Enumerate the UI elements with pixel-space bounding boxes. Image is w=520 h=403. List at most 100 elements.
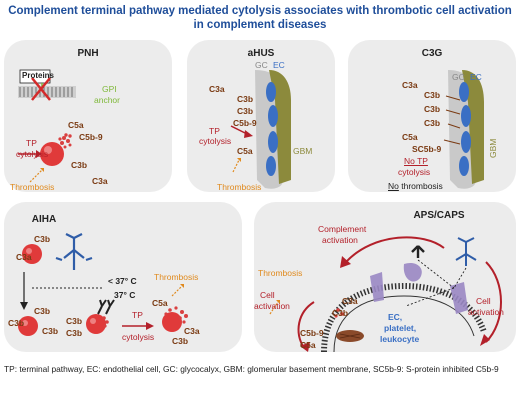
aps-title: APS/CAPS xyxy=(413,210,465,221)
c3g-title: C3G xyxy=(421,48,443,59)
aiha-cell-lysed xyxy=(162,312,182,332)
c3g-sc5b9: SC5b-9 xyxy=(412,144,442,154)
aiha-c3b-a: C3b xyxy=(34,306,51,316)
ahus-ec: EC xyxy=(273,60,285,70)
ahus-c3b-1: C3b xyxy=(237,94,254,104)
c3g-pointers xyxy=(443,95,461,145)
pnh-c5a: C5a xyxy=(68,120,84,130)
igm-antibody-icon xyxy=(55,233,93,270)
ahus-endothelium xyxy=(266,82,278,176)
temp-37: 37° C xyxy=(114,290,136,300)
aiha-thrombosis: Thrombosis xyxy=(154,272,199,282)
aps-c3b: C3b xyxy=(332,308,349,318)
c3g-ec: EC xyxy=(470,72,482,82)
cell-activation-left-arrow xyxy=(297,301,315,349)
ahus-illustration xyxy=(230,70,291,189)
aps-ec-line2: platelet, xyxy=(384,323,417,333)
aps-igm-icon xyxy=(455,237,477,266)
ahus-gbm-label: GBM xyxy=(293,146,313,156)
c3g-c3a: C3a xyxy=(402,80,418,90)
complement-arrow xyxy=(345,236,445,263)
aps-panel: APS/CAPS xyxy=(254,202,516,352)
aiha-illustration xyxy=(18,233,188,336)
aiha-c3a-right: C3a xyxy=(184,326,200,336)
aps-c3a: C3a xyxy=(342,296,358,306)
pnh-illustration xyxy=(18,69,76,183)
c3g-c3b-2: C3b xyxy=(424,104,441,114)
pnh-panel: PNH Proteins GPI anchor C xyxy=(4,40,172,192)
c3g-no-tp-line2: cytolysis xyxy=(398,167,431,177)
aps-illustration xyxy=(269,236,502,352)
gpi-label: GPI xyxy=(102,84,117,94)
c3g-c3b-1: C3b xyxy=(424,90,441,100)
aiha-tp-line2: cytolysis xyxy=(122,332,155,342)
complement-label-1: Complement xyxy=(318,224,367,234)
ahus-title: aHUS xyxy=(247,48,275,59)
complement-label-2: activation xyxy=(322,235,358,245)
aps-thrombosis: Thrombosis xyxy=(258,268,303,278)
aps-cell-left-2: activation xyxy=(254,301,290,311)
ahus-c5b9: C5b-9 xyxy=(233,118,257,128)
c3g-thrombosis-word: thrombosis xyxy=(398,181,443,191)
anchor-label: anchor xyxy=(94,95,120,105)
aiha-c3a-top: C3a xyxy=(16,252,32,262)
c3g-no-tp-line1: No TP xyxy=(404,156,428,166)
aiha-title: AIHA xyxy=(31,214,57,225)
aiha-c3b-right: C3b xyxy=(172,336,189,346)
c3g-no-word: No xyxy=(388,181,399,191)
aiha-down-arrow xyxy=(20,302,28,310)
title-line-2: in complement diseases xyxy=(193,19,327,31)
aiha-panel: AIHA xyxy=(4,202,242,352)
pnh-tp-line2: cytolysis xyxy=(16,149,49,159)
aps-cell-right-1: Cell xyxy=(476,296,491,306)
pnh-membrane xyxy=(18,86,76,98)
pnh-tp-line1: TP xyxy=(26,138,37,148)
aiha-c3b-c: C3b xyxy=(42,326,59,336)
pnh-title: PNH xyxy=(77,48,99,59)
figure-title: Complement terminal pathway mediated cyt… xyxy=(0,4,520,32)
c5b9-pores xyxy=(58,133,72,149)
ahus-c3a: C3a xyxy=(209,84,225,94)
aps-c5b9: C5b-9 xyxy=(300,328,324,338)
pnh-c3b: C3b xyxy=(71,160,88,170)
temp-below-37: < 37° C xyxy=(108,276,137,286)
ahus-gbm xyxy=(269,70,291,184)
aiha-c5a: C5a xyxy=(152,298,168,308)
c3g-endothelium xyxy=(459,82,471,176)
c3g-no-thrombosis: No thrombosis xyxy=(388,181,443,191)
aps-ec-line1: EC, xyxy=(388,312,403,322)
igg-antibody-icon xyxy=(97,299,115,315)
aps-membrane-inner xyxy=(333,295,475,352)
aps-cell-left-1: Cell xyxy=(260,290,275,300)
c3g-no-tp-text: No TP xyxy=(404,156,428,166)
aiha-c3b-top: C3b xyxy=(34,234,51,244)
ahus-tp-line2: cytolysis xyxy=(199,136,232,146)
aiha-c3b-e: C3b xyxy=(66,328,83,338)
aps-receptors xyxy=(370,262,468,314)
aiha-c3b-b: C3b xyxy=(8,318,25,328)
aiha-tp-arrow xyxy=(146,322,154,330)
ahus-panel: aHUS GC EC C3a C3b C3b C5b-9 C5a TP cyto… xyxy=(187,40,335,192)
pnh-thrombosis: Thrombosis xyxy=(10,182,55,192)
pnh-membrane-lipids xyxy=(19,87,73,97)
figure-footer: TP: terminal pathway, EC: endothelial ce… xyxy=(4,364,499,374)
ahus-gc: GC xyxy=(255,60,268,70)
tp-arrow xyxy=(36,150,42,158)
title-line-1: Complement terminal pathway mediated cyt… xyxy=(8,5,512,17)
aiha-tp-line1: TP xyxy=(132,310,143,320)
ahus-c3b-2: C3b xyxy=(237,106,254,116)
c3g-c3b-3: C3b xyxy=(424,118,441,128)
c3g-gbm-label: GBM xyxy=(488,138,498,158)
c3g-c5a: C5a xyxy=(402,132,418,142)
aps-ec-line3: leukocyte xyxy=(380,334,420,344)
ahus-c5a: C5a xyxy=(237,146,253,156)
aps-c5a: C5a xyxy=(300,340,316,350)
ahus-thrombosis: Thrombosis xyxy=(217,182,262,192)
c3g-panel: C3G GC EC C3a C3b C3b C3b C5a SC5b-9 No … xyxy=(348,40,516,192)
ahus-tp-arrow xyxy=(244,130,253,138)
cell-activation-right-arrow xyxy=(485,261,502,343)
aps-antibody-icon xyxy=(411,245,425,258)
proteins-label: Proteins xyxy=(22,71,55,80)
ahus-tp-line1: TP xyxy=(209,126,220,136)
pnh-c5b9: C5b-9 xyxy=(79,132,103,142)
